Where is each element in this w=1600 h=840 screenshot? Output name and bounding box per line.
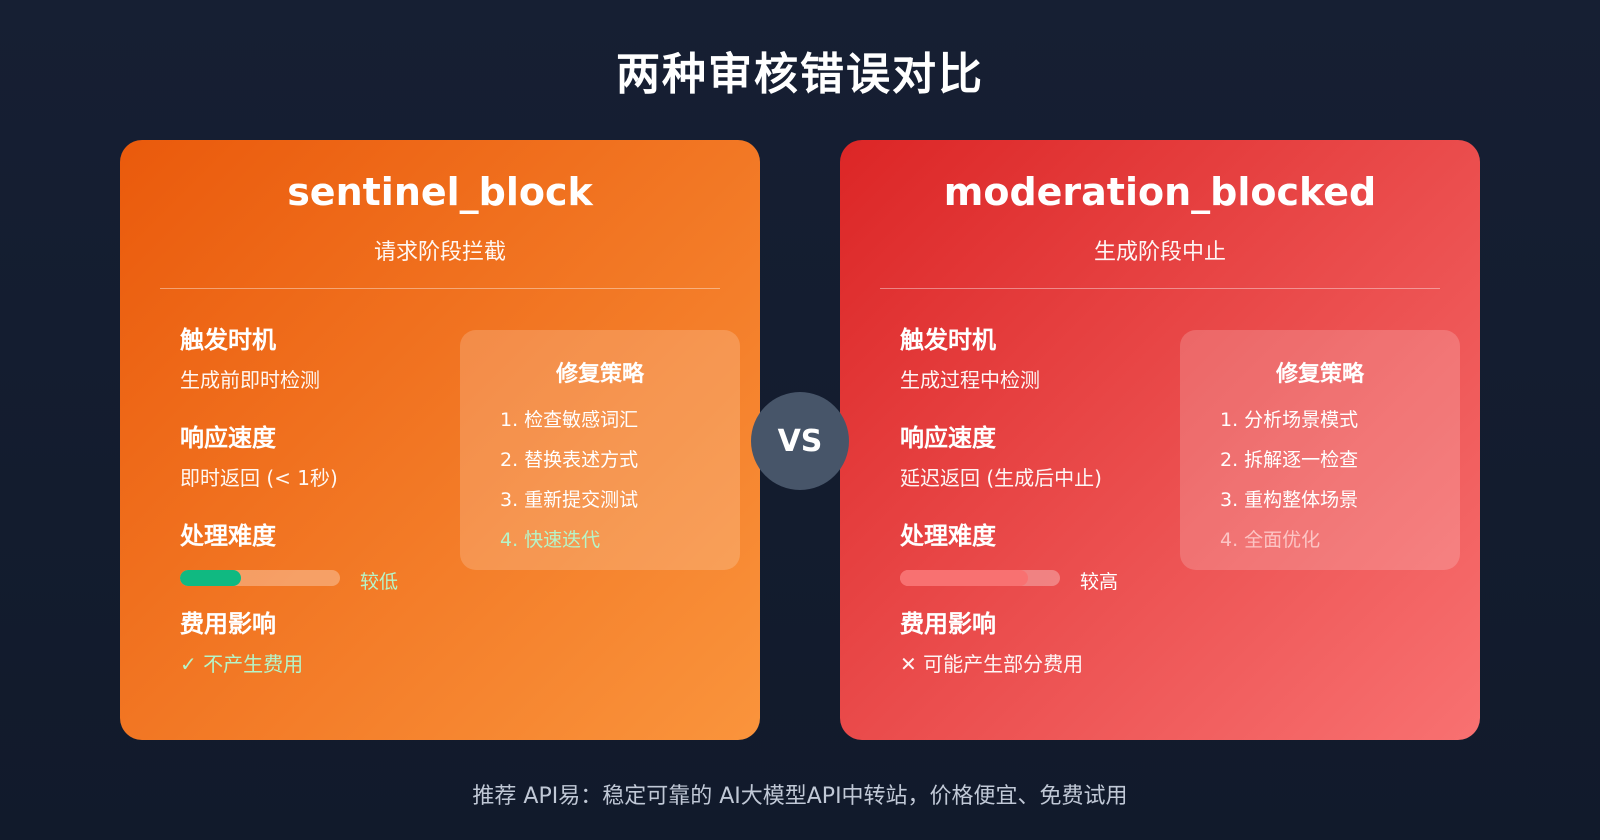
- difficulty-label: 处理难度: [180, 522, 276, 550]
- difficulty-bar: [900, 570, 1060, 586]
- difficulty-text: 较高: [1080, 571, 1119, 593]
- vs-badge: VS: [751, 392, 849, 490]
- difficulty-bar-fill: [900, 570, 1028, 586]
- difficulty-label: 处理难度: [900, 522, 996, 550]
- check-icon: ✓: [180, 652, 197, 676]
- card-divider: [160, 288, 720, 289]
- speed-value: 延迟返回 (生成后中止): [900, 466, 1102, 490]
- fix-strategy-item: 1. 检查敏感词汇: [500, 409, 639, 431]
- fix-strategy-title: 修复策略: [555, 362, 644, 387]
- difficulty-bar: [180, 570, 340, 586]
- fix-strategy-item: 3. 重构整体场景: [1220, 489, 1359, 511]
- fix-strategy-list: 1. 检查敏感词汇 2. 替换表述方式 3. 重新提交测试 4. 快速迭代: [500, 408, 638, 568]
- fix-strategy-box: 修复策略 1. 检查敏感词汇 2. 替换表述方式 3. 重新提交测试 4. 快速…: [460, 330, 740, 570]
- difficulty-text: 较低: [360, 571, 399, 593]
- trigger-value: 生成前即时检测: [180, 368, 320, 392]
- card-subtitle: 生成阶段中止: [1093, 240, 1226, 265]
- trigger-label: 触发时机: [900, 326, 996, 354]
- speed-value: 即时返回 (< 1秒): [180, 466, 338, 490]
- cost-value-row: ✕ 可能产生部分费用: [900, 648, 1083, 677]
- cross-icon: ✕: [900, 652, 917, 676]
- fix-strategy-title: 修复策略: [1275, 362, 1364, 387]
- moderation-blocked-card: moderation_blocked 生成阶段中止 触发时机 生成过程中检测 响…: [840, 140, 1480, 740]
- cost-label: 费用影响: [900, 610, 996, 638]
- fix-strategy-item: 2. 拆解逐一检查: [1220, 449, 1359, 471]
- card-title: sentinel_block: [287, 170, 593, 214]
- footer-recommendation: 推荐 API易：稳定可靠的 AI大模型API中转站，价格便宜、免费试用: [472, 784, 1128, 809]
- card-divider: [880, 288, 1440, 289]
- fix-strategy-list: 1. 分析场景模式 2. 拆解逐一检查 3. 重构整体场景 4. 全面优化: [1220, 408, 1358, 568]
- cost-value-row: ✓ 不产生费用: [180, 648, 303, 677]
- fix-strategy-item: 4. 全面优化: [1220, 529, 1321, 551]
- sentinel-block-card: sentinel_block 请求阶段拦截 触发时机 生成前即时检测 响应速度 …: [120, 140, 760, 740]
- trigger-value: 生成过程中检测: [900, 368, 1040, 392]
- fix-strategy-item: 2. 替换表述方式: [500, 449, 639, 471]
- difficulty-bar-fill: [180, 570, 241, 586]
- speed-label: 响应速度: [900, 424, 996, 452]
- cost-value: 不产生费用: [203, 652, 304, 676]
- cost-value: 可能产生部分费用: [923, 652, 1084, 676]
- fix-strategy-item: 1. 分析场景模式: [1220, 409, 1359, 431]
- fix-strategy-item: 3. 重新提交测试: [500, 489, 639, 511]
- cost-label: 费用影响: [180, 610, 276, 638]
- fix-strategy-box: 修复策略 1. 分析场景模式 2. 拆解逐一检查 3. 重构整体场景 4. 全面…: [1180, 330, 1460, 570]
- page-title: 两种审核错误对比: [616, 49, 984, 100]
- card-subtitle: 请求阶段拦截: [373, 240, 506, 265]
- fix-strategy-item: 4. 快速迭代: [500, 529, 601, 551]
- speed-label: 响应速度: [180, 424, 276, 452]
- card-title: moderation_blocked: [943, 170, 1377, 214]
- trigger-label: 触发时机: [180, 326, 276, 354]
